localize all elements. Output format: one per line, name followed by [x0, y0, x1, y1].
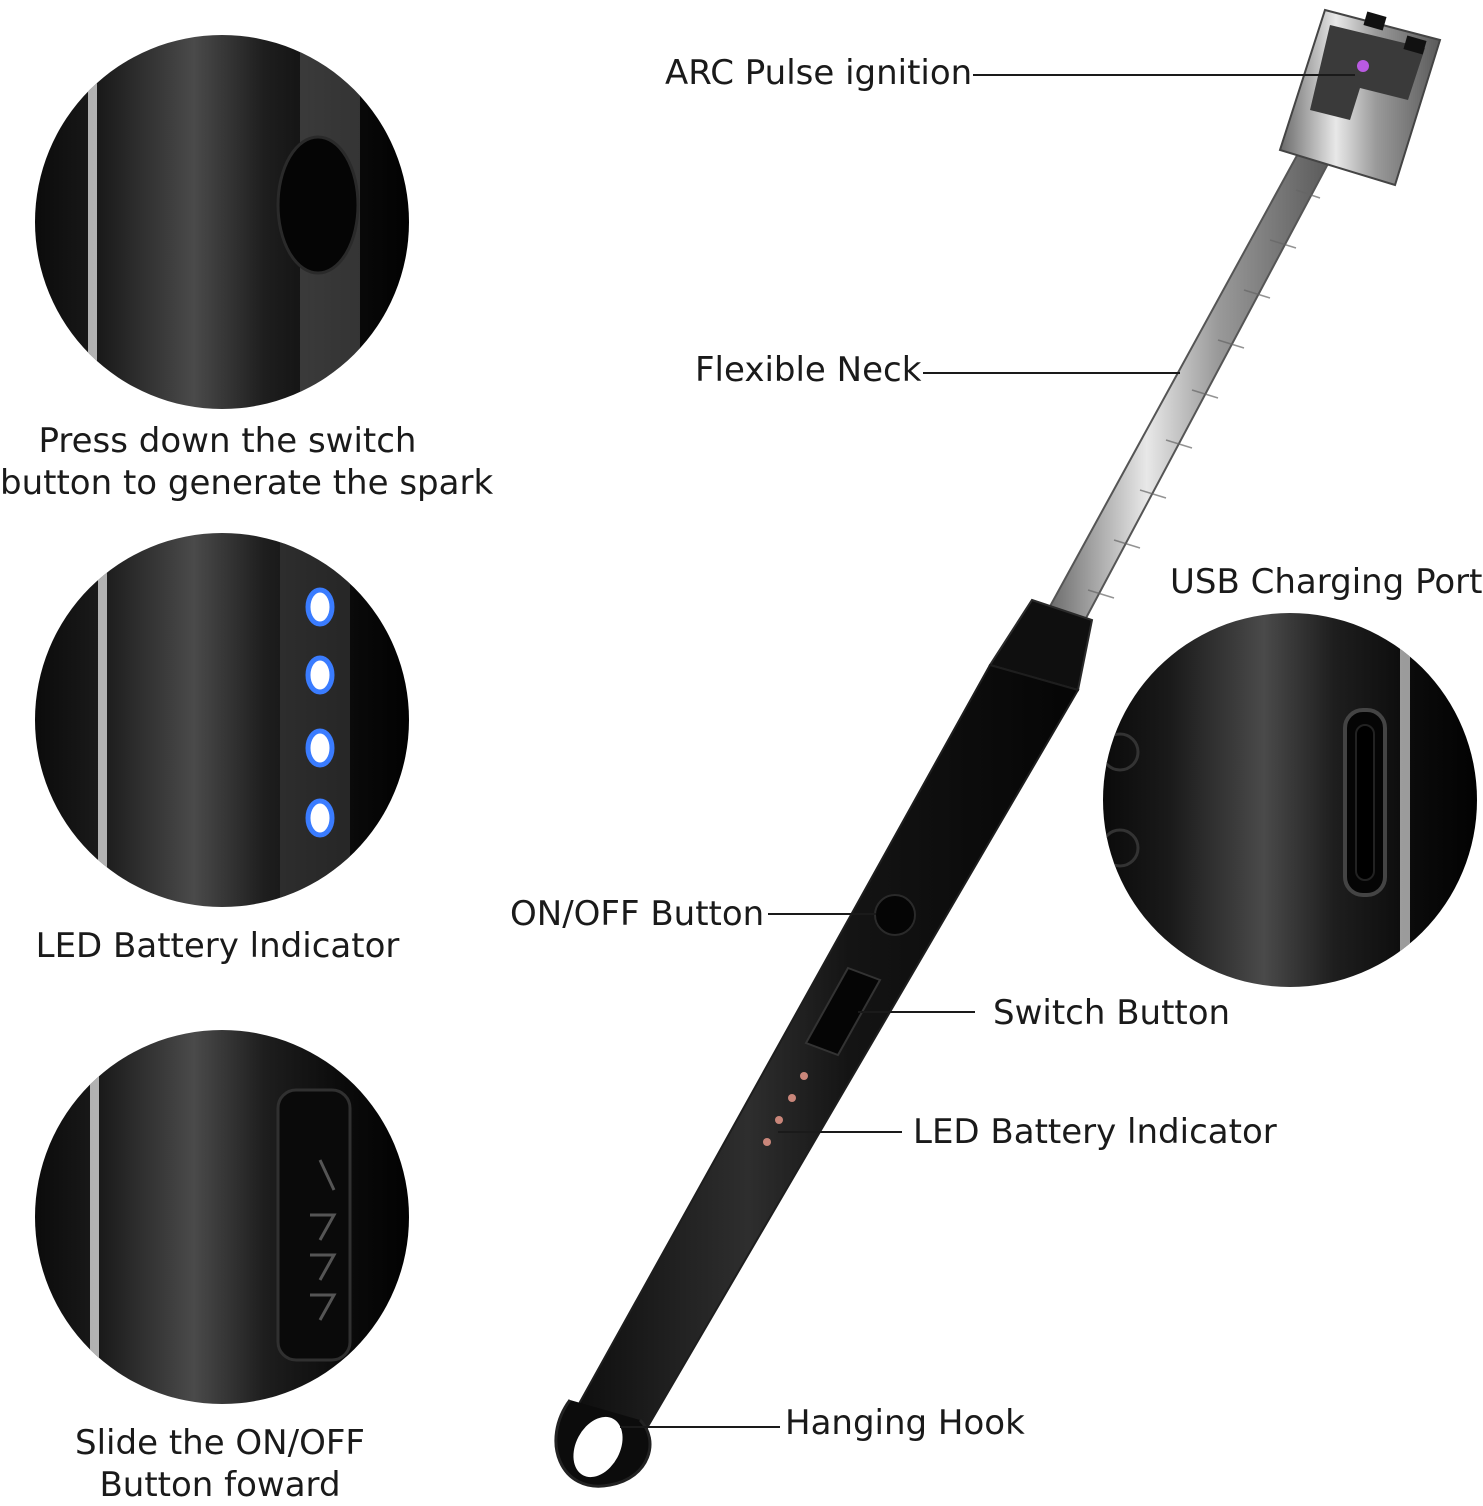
caption-spark: Press down the switch button to generate…: [0, 420, 494, 504]
label-flexible-neck: Flexible Neck: [695, 350, 922, 390]
label-on-off-button: ON/OFF Button: [510, 894, 765, 934]
label-arc-pulse-ignition: ARC Pulse ignition: [665, 53, 973, 93]
detail-circle-usb: [1103, 613, 1477, 987]
caption-spark-line1: Press down the switch: [38, 421, 417, 461]
label-hanging-hook: Hanging Hook: [785, 1403, 1025, 1443]
leader-lines: [620, 74, 1355, 1428]
label-usb-charging-port: USB Charging Port: [1170, 562, 1483, 602]
detail-circle-slide: [35, 1030, 409, 1404]
caption-led-line1: LED Battery lndicator: [35, 926, 400, 966]
caption-slide-line1: Slide the ON/OFF: [75, 1423, 365, 1463]
caption-spark-line2: button to generate the spark: [0, 463, 494, 503]
detail-circle-switch: [35, 35, 409, 409]
caption-led: LED Battery lndicator: [0, 925, 435, 967]
lighter-illustration: [554, 8, 1442, 1488]
caption-slide: Slide the ON/OFF Button foward: [0, 1422, 440, 1506]
caption-slide-line2: Button foward: [99, 1465, 341, 1505]
detail-circle-led: [35, 533, 409, 907]
label-switch-button: Switch Button: [993, 993, 1231, 1033]
label-led-battery-indicator: LED Battery lndicator: [913, 1112, 1277, 1152]
